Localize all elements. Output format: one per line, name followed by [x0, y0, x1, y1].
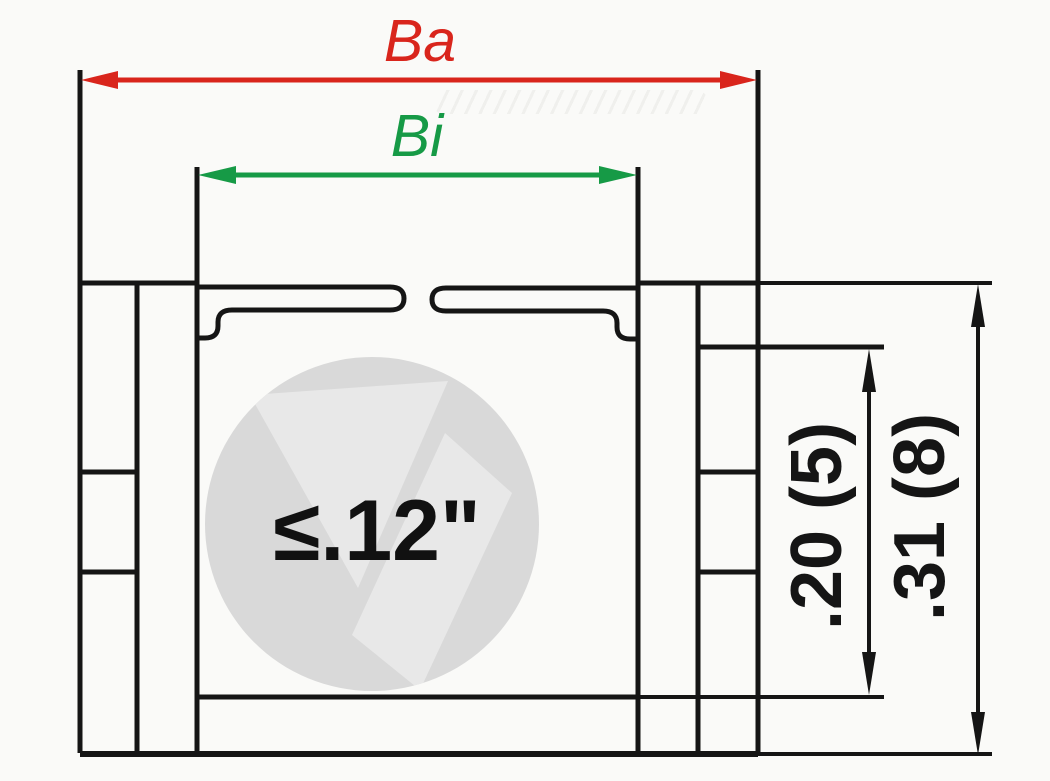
left-side-plate	[77, 70, 200, 753]
outer-height-arrowhead-up-icon	[971, 284, 985, 327]
inner-height-dimension: .20 (5)	[638, 344, 884, 699]
bi-inner-width-dimension: Bi	[198, 103, 637, 184]
outer-height-dimension: .31 (8)	[758, 281, 992, 756]
ba-label: Ba	[384, 8, 456, 74]
watermark-arrow-shaft	[352, 433, 512, 690]
outer-height-arrowhead-down-icon	[971, 712, 985, 755]
inner-height-arrowhead-up-icon	[862, 349, 876, 392]
top-crossbar	[197, 284, 638, 342]
top-crossbar-left-half	[197, 284, 407, 341]
bi-label: Bi	[391, 103, 445, 169]
inner-height-arrowhead-down-icon	[862, 652, 876, 695]
cable-diameter-watermark	[205, 357, 539, 691]
max-cable-diameter-label: ≤.12"	[273, 483, 481, 579]
top-crossbar-right-half	[429, 285, 638, 342]
ba-outer-width-dimension: Ba	[81, 8, 757, 89]
part-cross-section	[77, 70, 761, 757]
bottom-crossbar	[80, 694, 758, 757]
right-side-plate	[635, 70, 761, 753]
ba-arrowhead-left-icon	[81, 71, 118, 89]
inner-height-label: .20 (5)	[777, 422, 857, 630]
outer-height-label: .31 (8)	[880, 413, 960, 621]
ba-arrowhead-right-icon	[720, 71, 757, 89]
bi-arrowhead-right-icon	[599, 166, 637, 184]
bi-arrowhead-left-icon	[198, 166, 236, 184]
watermark-arrow-icon	[250, 381, 448, 588]
